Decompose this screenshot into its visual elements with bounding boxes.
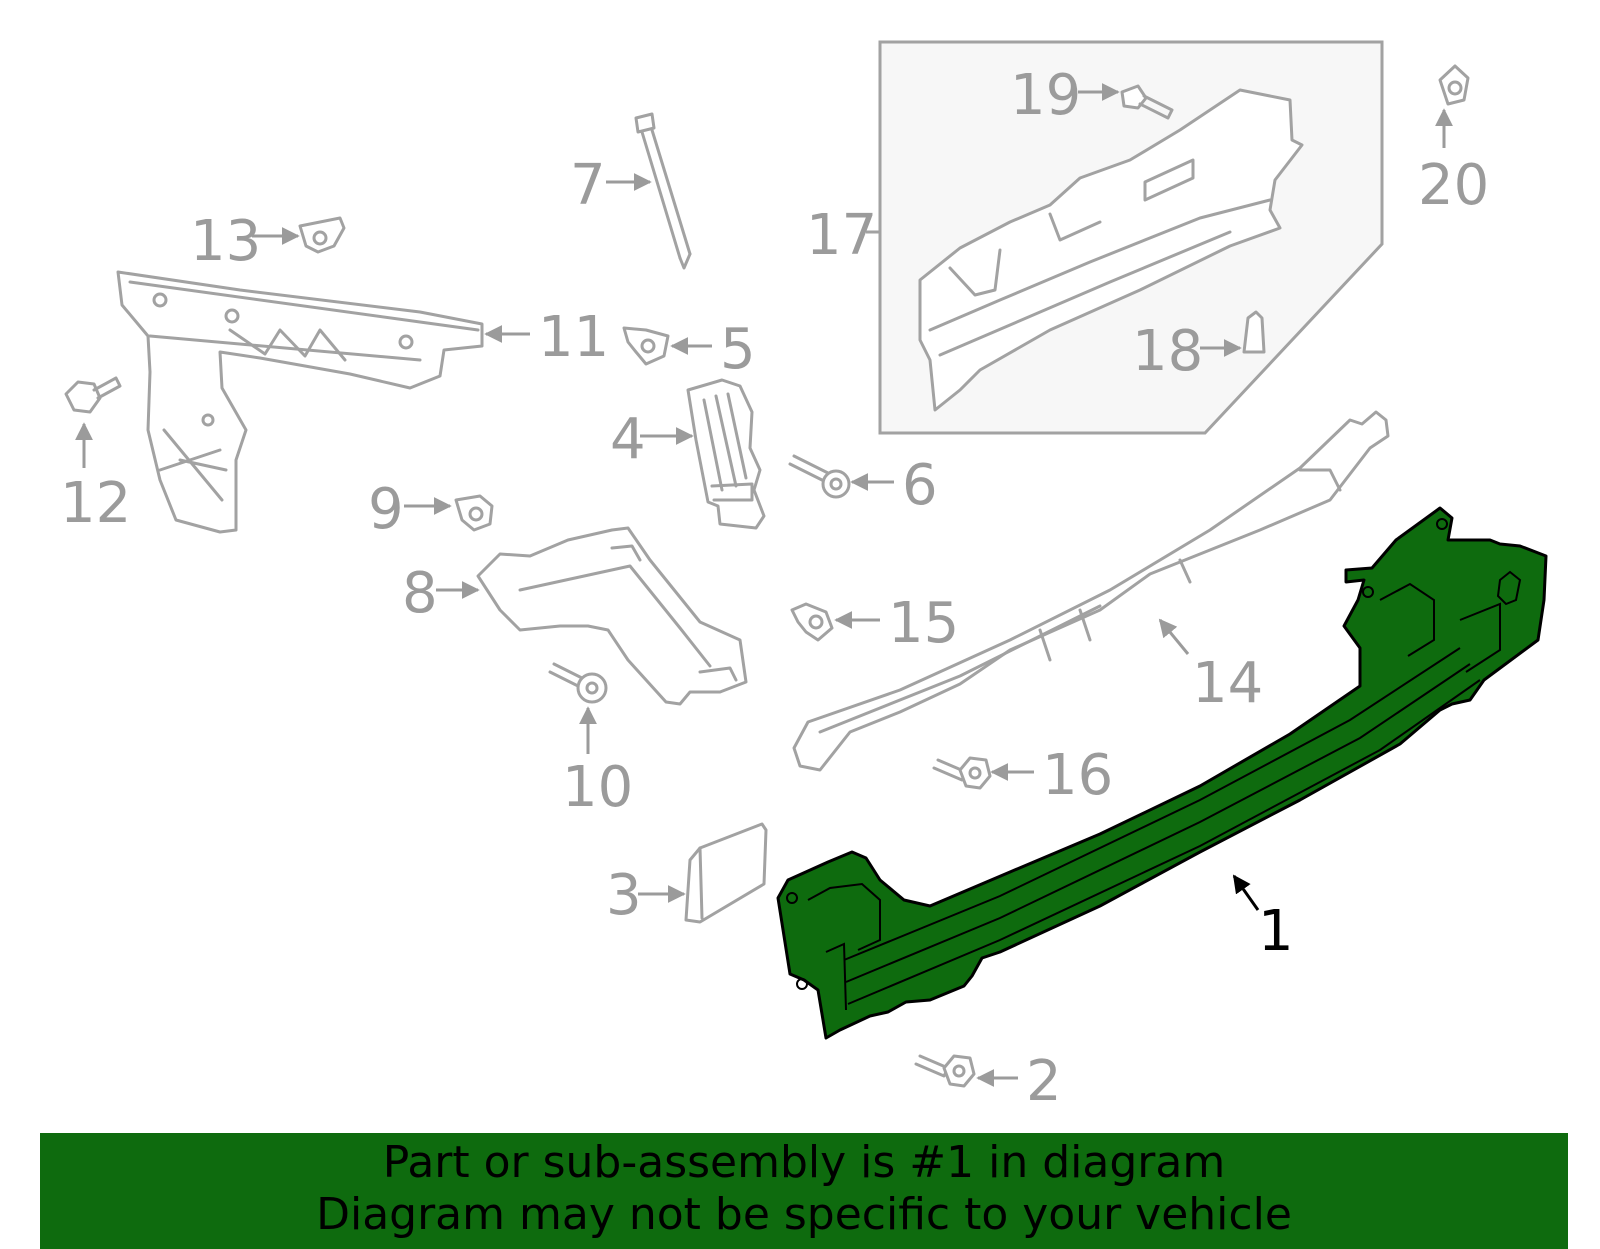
part-14-absorber: [792, 410, 1390, 772]
callout-13: 13: [190, 209, 261, 274]
part-17-absorber: [918, 88, 1304, 412]
callout-19: 19: [1010, 63, 1081, 128]
callout-5: 5: [720, 317, 756, 382]
callout-16: 16: [1042, 743, 1113, 808]
part-8-bracket: [476, 526, 748, 706]
callout-labels: 1 2 3 4 5 6 7 8 9 10 11 12 13 14 15 16 1…: [60, 63, 1489, 1114]
callout-4: 4: [610, 407, 646, 472]
part-11-bracket: [116, 270, 484, 534]
part-13-clip: [298, 216, 346, 254]
part-5-clip: [622, 326, 670, 366]
callout-17: 17: [806, 203, 877, 268]
callout-14: 14: [1192, 651, 1263, 716]
part-9-clip: [454, 494, 494, 532]
callout-12: 12: [60, 471, 131, 536]
part-19-bolt: [1120, 84, 1174, 120]
part-20-nut: [1438, 64, 1470, 106]
part-18-pin: [1242, 310, 1266, 354]
callout-6: 6: [902, 453, 938, 518]
leader-arrows: [75, 83, 1453, 1087]
callout-9: 9: [368, 477, 404, 542]
part-6-screw: [788, 454, 851, 499]
part-16-bolt: [932, 756, 992, 790]
callout-10: 10: [562, 755, 633, 820]
part-7-rod: [634, 112, 692, 270]
part-10-screw: [548, 662, 608, 704]
callout-1: 1: [1258, 899, 1294, 964]
callout-11: 11: [538, 305, 609, 370]
callout-3: 3: [606, 863, 642, 928]
callout-18: 18: [1132, 319, 1203, 384]
part-15-clip: [790, 602, 834, 642]
banner-line-2: Diagram may not be specific to your vehi…: [316, 1189, 1292, 1240]
part-1-reinforcement: [776, 506, 1548, 1040]
callout-7: 7: [570, 153, 606, 218]
part-2-bolt: [914, 1054, 976, 1088]
part-4-bracket: [686, 378, 766, 530]
callout-2: 2: [1026, 1049, 1062, 1114]
callout-15: 15: [888, 591, 959, 656]
info-banner: Part or sub-assembly is #1 in diagram Di…: [40, 1133, 1568, 1249]
banner-line-1: Part or sub-assembly is #1 in diagram: [382, 1137, 1226, 1188]
parts-diagram: 1 2 3 4 5 6 7 8 9 10 11 12 13 14 15 16 1…: [60, 40, 1548, 1114]
callout-20: 20: [1418, 153, 1489, 218]
part-3-pad: [684, 822, 768, 924]
part-12-bolt: [64, 376, 122, 414]
callout-8: 8: [402, 561, 438, 626]
